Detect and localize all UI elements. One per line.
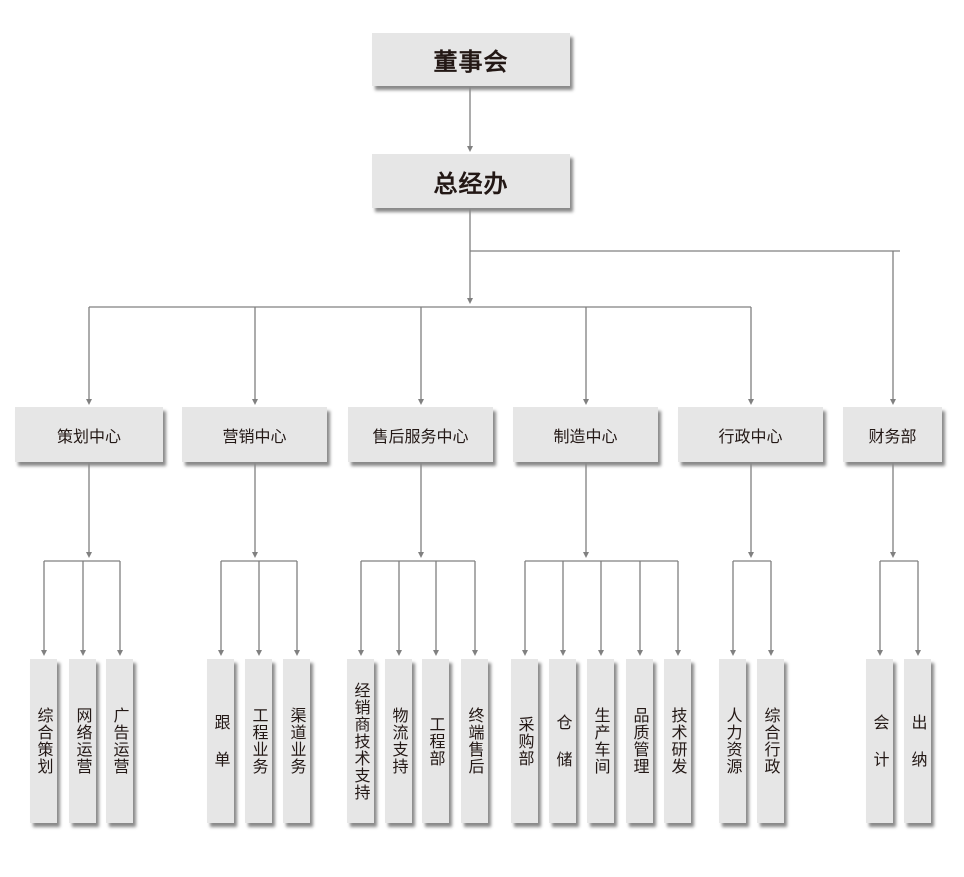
unit-box: 工程业务: [245, 659, 272, 823]
unit-box: 综合策划: [30, 659, 57, 823]
unit-label: 人力资源: [723, 707, 743, 775]
department-label: 售后服务中心: [372, 426, 469, 446]
arrow-head: [877, 650, 883, 656]
unit-box: 终端售后: [461, 659, 488, 823]
department-label: 营销中心: [222, 426, 287, 446]
unit-box: 生产车间: [587, 659, 614, 823]
arrow-head: [418, 399, 424, 405]
arrow-head: [472, 650, 478, 656]
gm-office-box: 总经办: [372, 154, 570, 208]
unit-box: 人力资源: [719, 659, 746, 823]
department-box: 行政中心: [678, 407, 823, 462]
unit-label: 生产车间: [591, 707, 611, 775]
unit-box: 经销商技术支持: [347, 659, 374, 823]
arrow-head: [467, 146, 473, 152]
department-box: 制造中心: [513, 407, 658, 462]
unit-label: 广告运营: [110, 707, 130, 775]
unit-box: 渠道业务: [283, 659, 310, 823]
unit-box: 品质管理: [626, 659, 653, 823]
unit-label: 技术研发: [668, 707, 688, 775]
arrow-head: [358, 650, 364, 656]
arrow-head: [218, 650, 224, 656]
unit-box: 会 计: [866, 659, 893, 823]
arrow-head: [117, 650, 123, 656]
department-box: 策划中心: [15, 407, 163, 462]
unit-label: 物流支持: [389, 707, 409, 775]
arrow-head: [396, 650, 402, 656]
arrow-head: [433, 650, 439, 656]
arrow-head: [86, 552, 92, 558]
unit-box: 仓 储: [549, 659, 576, 823]
arrow-head: [748, 552, 754, 558]
unit-label: 跟 单: [211, 714, 231, 768]
arrow-head: [768, 650, 774, 656]
unit-box: 工程部: [422, 659, 449, 823]
department-box: 售后服务中心: [348, 407, 493, 462]
arrow-head: [915, 650, 921, 656]
arrow-head: [80, 650, 86, 656]
gm-office-label: 总经办: [433, 169, 509, 198]
unit-label: 综合行政: [761, 707, 781, 775]
arrow-head: [890, 552, 896, 558]
department-box: 财务部: [843, 407, 942, 462]
arrow-head: [256, 650, 262, 656]
arrow-head: [583, 399, 589, 405]
unit-label: 工程业务: [249, 707, 269, 775]
unit-box: 技术研发: [664, 659, 691, 823]
unit-box: 出 纳: [904, 659, 931, 823]
unit-label: 经销商技术支持: [351, 681, 371, 801]
unit-label: 采购部: [515, 715, 535, 767]
arrow-head: [890, 399, 896, 405]
unit-label: 网络运营: [73, 707, 93, 775]
unit-box: 采购部: [511, 659, 538, 823]
board-box: 董事会: [372, 33, 570, 86]
unit-label: 工程部: [426, 715, 446, 767]
arrow-head: [560, 650, 566, 656]
department-label: 行政中心: [718, 426, 783, 446]
unit-label: 会 计: [870, 714, 890, 768]
unit-label: 仓 储: [553, 714, 573, 768]
department-label: 策划中心: [56, 426, 121, 446]
unit-label: 渠道业务: [287, 707, 307, 775]
arrow-head: [583, 552, 589, 558]
unit-label: 出 纳: [908, 714, 928, 768]
arrow-head: [598, 650, 604, 656]
department-box: 营销中心: [182, 407, 327, 462]
board-label: 董事会: [433, 48, 509, 76]
unit-box: 物流支持: [385, 659, 412, 823]
arrow-head: [418, 552, 424, 558]
unit-box: 跟 单: [207, 659, 234, 823]
arrow-head: [41, 650, 47, 656]
unit-box: 广告运营: [106, 659, 133, 823]
unit-label: 终端售后: [465, 707, 485, 775]
unit-box: 网络运营: [69, 659, 96, 823]
department-label: 制造中心: [553, 426, 618, 446]
arrow-head: [748, 399, 754, 405]
unit-label: 综合策划: [34, 707, 54, 775]
department-label: 财务部: [868, 426, 917, 446]
arrow-head: [730, 650, 736, 656]
arrow-head: [86, 399, 92, 405]
unit-box: 综合行政: [757, 659, 784, 823]
unit-label: 品质管理: [630, 707, 650, 775]
arrow-head: [252, 552, 258, 558]
arrow-head: [675, 650, 681, 656]
arrow-head: [252, 399, 258, 405]
arrow-head: [522, 650, 528, 656]
arrow-head: [294, 650, 300, 656]
arrow-head: [467, 298, 473, 304]
arrow-head: [637, 650, 643, 656]
